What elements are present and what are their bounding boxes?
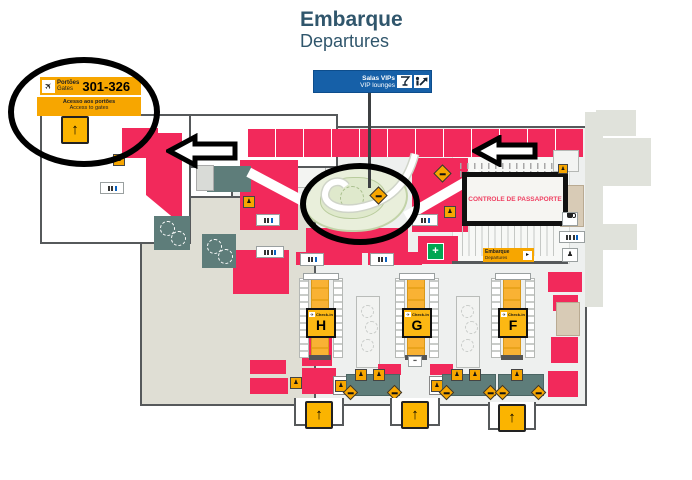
checkin-label-g: ✈Check-in G [402, 308, 432, 338]
map-block [378, 364, 401, 375]
page-title-en: Departures [300, 31, 390, 51]
map-block [250, 360, 286, 374]
map-block [196, 165, 214, 191]
departures-mini-sign: Embarque Departures ▸ [483, 248, 534, 262]
planter [456, 296, 480, 368]
planter [356, 296, 380, 368]
up-arrow-entrance: ↑ [401, 401, 429, 429]
connector-walkway [603, 224, 637, 250]
passport-control-label: CONTROLE DE PASSAPORTE [468, 195, 562, 203]
gates-ellipse-annotation [8, 57, 160, 167]
cocktail-icon [397, 75, 412, 88]
elevator-icon: ♟ [355, 369, 367, 381]
mini-sign-en: Departures [485, 255, 508, 260]
map-block [548, 371, 578, 397]
toilets-icon [256, 246, 284, 258]
elevator-icon: ♟ [469, 369, 481, 381]
vip-pointer-line [368, 91, 371, 188]
island-letter: G [411, 317, 423, 333]
gate-mark-icon: ▸ [523, 250, 532, 260]
up-arrow-entrance: ↑ [305, 401, 333, 429]
toilets-icon [300, 253, 324, 266]
page-title-pt: Embarque [300, 8, 403, 31]
checkin-island-f: ✈Check-in F [488, 273, 536, 360]
left-arrow-annotation [472, 135, 538, 167]
map-block [146, 133, 182, 195]
plane-icon: ✈ [309, 312, 315, 317]
planter [202, 234, 236, 268]
checkin-label-h: ✈Check-in H [306, 308, 336, 338]
island-cap [309, 355, 331, 360]
wall [452, 261, 568, 264]
connector-walkway [596, 110, 636, 136]
vip-lounges-sign: Salas VIPs VIP lounges [313, 70, 432, 93]
island-cap [303, 273, 339, 280]
passport-control-annotation: CONTROLE DE PASSAPORTE [462, 172, 568, 226]
passenger-service-icon: ♟ [562, 248, 578, 262]
island-cap [495, 273, 531, 280]
planter [154, 216, 190, 250]
passport-booths [460, 163, 556, 169]
map-block [556, 302, 580, 336]
toilets-icon [370, 253, 394, 266]
left-arrow-annotation [166, 133, 238, 169]
toilets-icon [100, 182, 124, 194]
checkin-label-f: ✈Check-in F [498, 308, 528, 338]
elevator-icon: ♟ [451, 369, 463, 381]
map-block [250, 378, 288, 394]
elevator-icon: ♟ [373, 369, 385, 381]
checkin-island-g: ✈Check-in G [392, 273, 440, 360]
island-cap [501, 355, 523, 360]
vip-label-pt: Salas VIPs [362, 74, 395, 82]
map-block [207, 166, 251, 192]
escalator-group: ♟ [494, 369, 547, 401]
vip-label-en: VIP lounges [360, 81, 395, 89]
elevator-icon: ♟ [511, 369, 523, 381]
connector-walkway [603, 138, 651, 186]
mini-sign-pt: Embarque [485, 249, 510, 255]
up-arrow-entrance: ↑ [498, 404, 526, 432]
garden-ellipse-annotation [300, 163, 420, 245]
checkin-island-h: ✈Check-in H [296, 273, 344, 360]
toilets-icon [256, 214, 280, 226]
toilets-icon [559, 231, 585, 243]
lounge-access-icon [414, 75, 429, 88]
elevator-icon: ♟ [290, 377, 302, 389]
connector-walkway [585, 112, 603, 307]
map-block [302, 368, 336, 394]
lift-icon: ▪▪ [408, 356, 422, 367]
elevator-icon: ♟ [431, 380, 443, 392]
elevator-icon: ♟ [558, 164, 568, 174]
plane-icon: ✈ [405, 312, 411, 317]
elevator-icon: ♟ [243, 196, 255, 208]
island-letter: F [508, 317, 518, 333]
escalator-group: ♟ ♟ [438, 369, 499, 401]
map-block [430, 364, 453, 375]
first-aid-icon: + [427, 243, 444, 260]
map-block [551, 337, 578, 363]
escalator-group: ♟ ♟ [342, 369, 403, 401]
elevator-icon: ♟ [444, 206, 456, 218]
island-cap [399, 273, 435, 280]
island-letter: H [315, 317, 327, 333]
map-block [548, 272, 582, 292]
plane-icon: ✈ [501, 312, 507, 317]
coffee-icon [562, 212, 578, 226]
